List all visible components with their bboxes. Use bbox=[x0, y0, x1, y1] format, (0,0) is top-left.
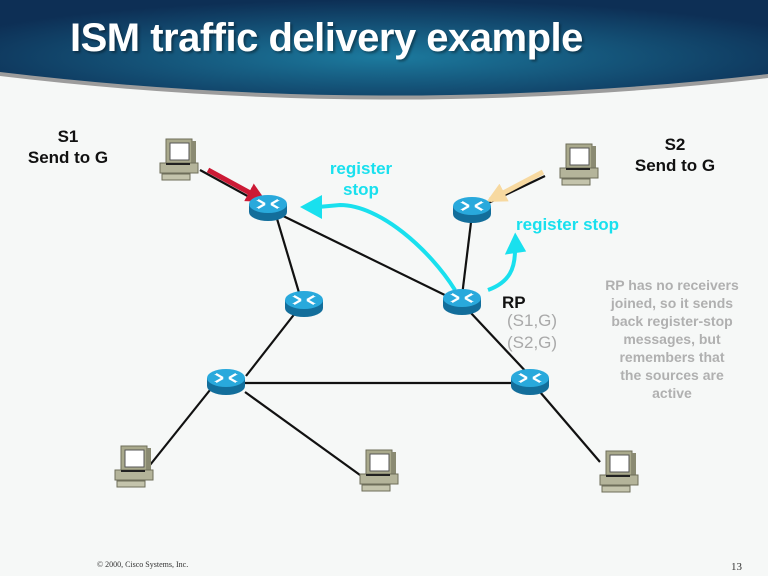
slide-title: ISM traffic delivery example bbox=[70, 16, 583, 60]
s1-action: Send to G bbox=[27, 148, 109, 167]
s2-name: S2 bbox=[664, 135, 686, 154]
s2-action: Send to G bbox=[634, 156, 716, 175]
router-s1[interactable] bbox=[247, 193, 289, 223]
host-receiver-middle[interactable] bbox=[359, 449, 399, 492]
router-s2[interactable] bbox=[451, 195, 493, 225]
link-router-bottom-left-host-left bbox=[149, 389, 211, 466]
router-bottom-right[interactable] bbox=[509, 367, 551, 397]
page-number: 13 bbox=[731, 561, 742, 573]
note-line: remembers that bbox=[619, 349, 725, 365]
router-rp[interactable] bbox=[441, 287, 483, 317]
host-s1[interactable] bbox=[159, 138, 199, 181]
s1-label: S1 Send to G bbox=[18, 126, 118, 168]
register-stop-arrowhead-right bbox=[504, 232, 527, 255]
host-receiver-left[interactable] bbox=[114, 445, 154, 488]
register-stop-arrow-right bbox=[487, 249, 517, 292]
register-stop-arrow-left bbox=[317, 202, 457, 292]
host-s2[interactable] bbox=[559, 143, 599, 186]
register-stop-left-line2: stop bbox=[343, 180, 379, 199]
s1-data-arrow bbox=[206, 167, 267, 203]
rp-state-list: (S1,G) (S2,G) bbox=[507, 310, 557, 354]
register-stop-left-line1: register bbox=[329, 159, 393, 178]
link-router-rp-router-bottom-right bbox=[469, 311, 531, 377]
link-router-bottom-right-host-right bbox=[539, 391, 601, 463]
register-stop-label-left: register stop bbox=[316, 158, 406, 200]
register-stop-label-right: register stop bbox=[516, 215, 619, 234]
link-router-s1-router-rp bbox=[274, 211, 456, 301]
rp-label: RP bbox=[502, 293, 526, 312]
note-line: messages, but bbox=[623, 331, 721, 347]
s2-data-arrow bbox=[486, 169, 545, 203]
note-line: joined, so it sends bbox=[610, 295, 734, 311]
rp-note: RP has no receivers joined, so it sends … bbox=[584, 276, 760, 402]
note-line: RP has no receivers bbox=[605, 277, 739, 293]
router-mid-left[interactable] bbox=[283, 289, 325, 319]
link-router-mid-left-router-bottom-left bbox=[245, 311, 297, 377]
header-band bbox=[0, 0, 768, 100]
copyright-footer: © 2000, Cisco Systems, Inc. bbox=[97, 560, 189, 569]
register-stop-arrowhead-left bbox=[300, 195, 322, 219]
note-line: the sources are bbox=[620, 367, 724, 383]
note-line: back register-stop bbox=[611, 313, 733, 329]
rp-state-s2g: (S2,G) bbox=[507, 333, 558, 352]
s1-name: S1 bbox=[57, 127, 79, 146]
link-router-s2-router-rp bbox=[460, 213, 474, 297]
link-router-s1-router-mid-left bbox=[273, 211, 302, 297]
link-router-bottom-left-host-middle bbox=[244, 391, 361, 476]
host-receiver-right[interactable] bbox=[599, 450, 639, 493]
rp-state-s1g: (S1,G) bbox=[507, 311, 558, 330]
s2-label: S2 Send to G bbox=[625, 134, 725, 176]
router-bottom-left[interactable] bbox=[205, 367, 247, 397]
note-line: active bbox=[652, 385, 692, 401]
